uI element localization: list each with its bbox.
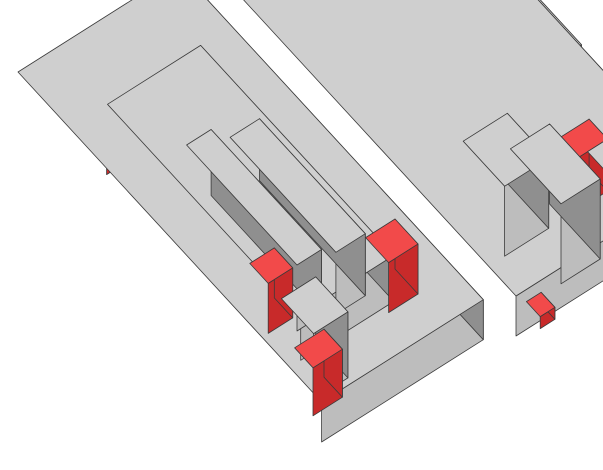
scene-canvas (0, 0, 603, 470)
isometric-building-diagram (0, 0, 603, 470)
